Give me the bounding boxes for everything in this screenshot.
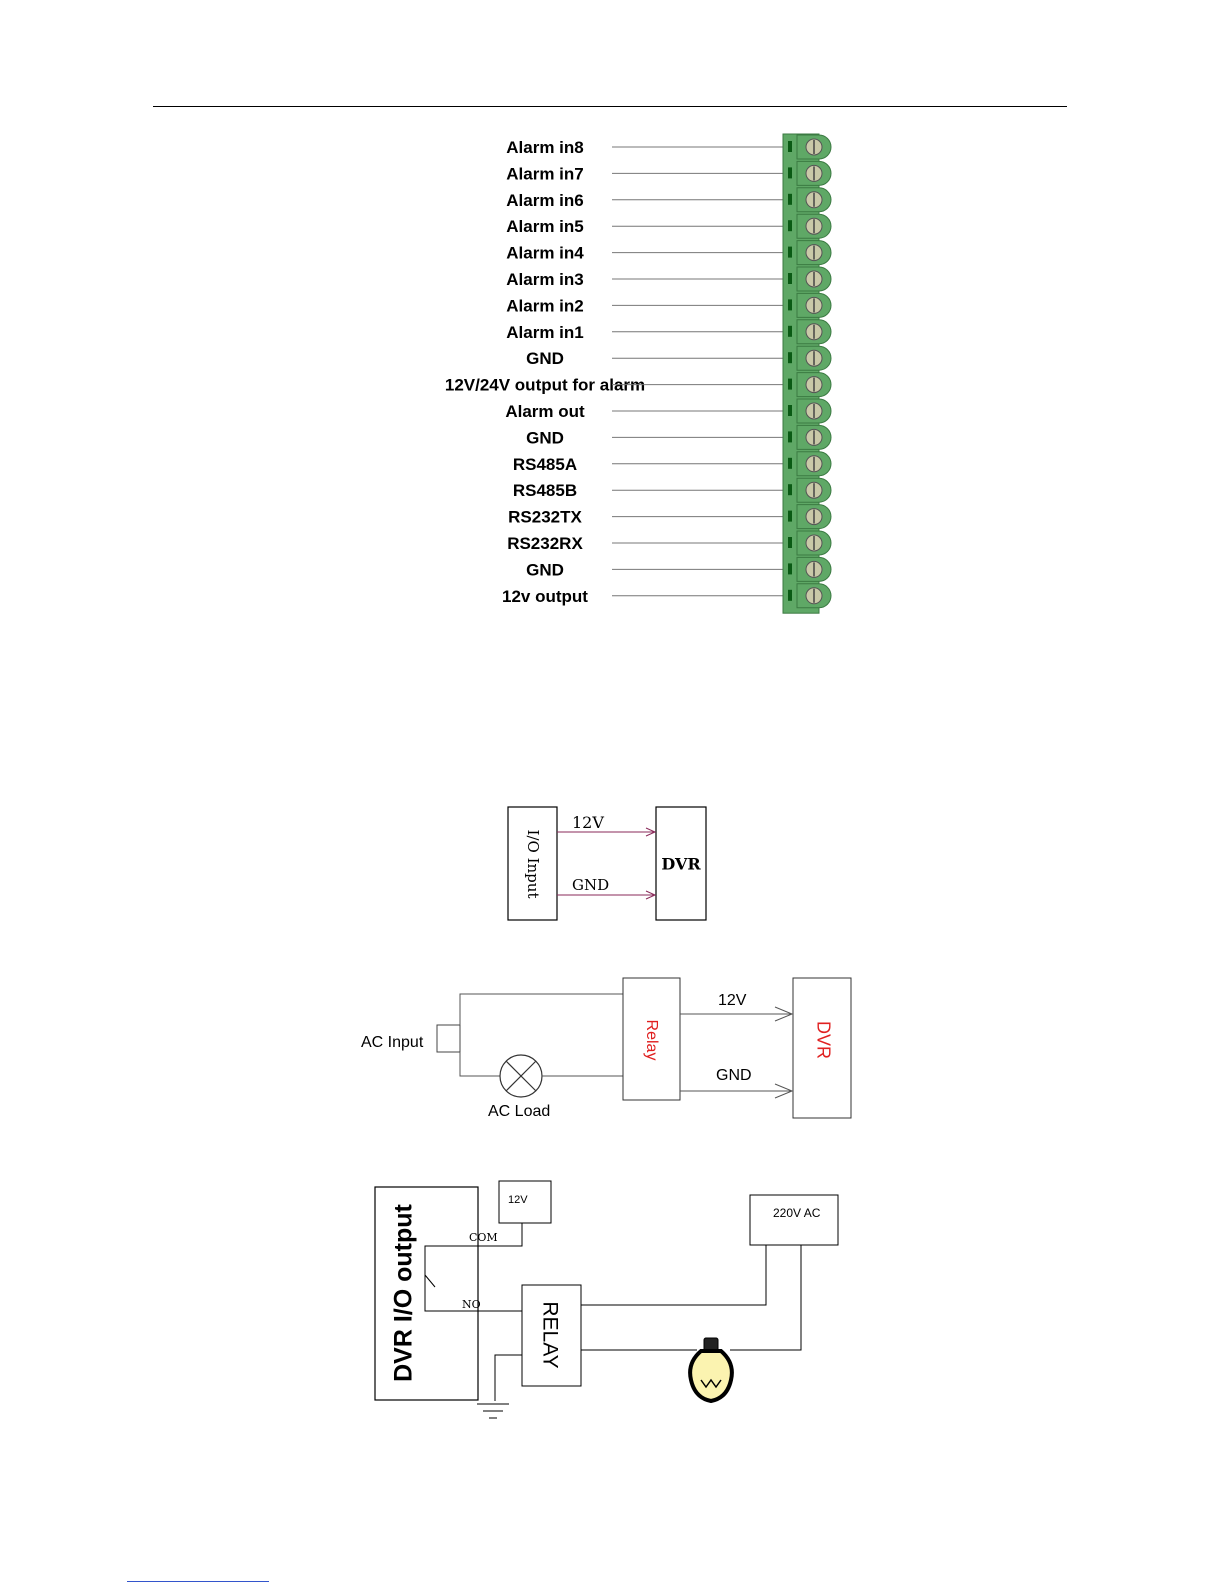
- dvr-io-label: DVR I/O output: [390, 1203, 418, 1381]
- io-input-diagram: I/O Input DVR 12V GND: [500, 800, 720, 930]
- terminal-pin-slot: [788, 141, 792, 152]
- terminal-pin-label: Alarm in8: [506, 138, 583, 157]
- terminal-pin-label: RS485A: [513, 455, 577, 474]
- terminal-pin-label: Alarm in2: [506, 296, 583, 315]
- supply-12v-label: 12V: [508, 1194, 528, 1206]
- terminal-pin-slot: [788, 511, 792, 522]
- terminal-pin-label: GND: [526, 560, 564, 579]
- terminal-pin-label: Alarm in1: [506, 323, 583, 342]
- terminal-pin-label: Alarm in7: [506, 164, 583, 183]
- terminal-pin-slot: [788, 379, 792, 390]
- terminal-pin-slot: [788, 247, 792, 258]
- dvr-label-2: DVR: [813, 1021, 833, 1059]
- relay-output-label: RELAY: [538, 1301, 561, 1368]
- com-label: COM: [469, 1231, 498, 1244]
- terminal-pin-label: GND: [526, 349, 564, 368]
- mains-220v-box: [750, 1195, 838, 1245]
- terminal-pin-slot: [788, 273, 792, 284]
- ground-wire: [495, 1355, 522, 1401]
- supply-wire: [510, 1223, 522, 1246]
- light-bulb-icon: [690, 1338, 732, 1401]
- relay-output-diagram: DVR I/O output COM NO 12V RELAY 220V AC: [365, 1175, 855, 1435]
- terminal-pin-slot: [788, 590, 792, 601]
- terminal-pin-label: Alarm in5: [506, 217, 583, 236]
- terminal-pin-slot: [788, 431, 792, 442]
- mains-wire-a: [581, 1245, 766, 1305]
- relay-12v-label: 12V: [718, 992, 747, 1009]
- relay-gnd-label: GND: [716, 1067, 752, 1084]
- terminal-pin-label: 12v output: [502, 587, 588, 606]
- terminal-pin-slot: [788, 537, 792, 548]
- no-label: NO: [462, 1298, 481, 1311]
- terminal-pin-label: Alarm in4: [506, 244, 584, 263]
- wire-gnd-label: GND: [572, 876, 609, 894]
- terminal-pin-slot: [788, 220, 792, 231]
- ac-input-label: AC Input: [361, 1034, 424, 1051]
- terminal-pin-slot: [788, 458, 792, 469]
- relay-label: Relay: [643, 1020, 660, 1061]
- ac-wire-top: [460, 994, 623, 1025]
- terminal-pin-slot: [788, 299, 792, 310]
- mains-220v-label: 220V AC: [773, 1206, 821, 1220]
- ac-wire-bottom-left: [460, 1052, 500, 1076]
- dvr-label: DVR: [661, 855, 701, 874]
- terminal-pin-label: GND: [526, 428, 564, 447]
- ac-input-plug: [437, 1025, 460, 1052]
- ac-load-label: AC Load: [488, 1103, 550, 1120]
- terminal-pin-slot: [788, 484, 792, 495]
- io-input-label: I/O Input: [524, 830, 542, 899]
- terminal-pin-slot: [788, 563, 792, 574]
- terminal-pin-slot: [788, 326, 792, 337]
- terminal-pin-slot: [788, 194, 792, 205]
- terminal-pin-label: RS485B: [513, 481, 577, 500]
- terminal-pin-label: Alarm in3: [506, 270, 583, 289]
- footer-link-underline: [127, 1581, 269, 1582]
- terminal-pin-slot: [788, 352, 792, 363]
- terminal-pin-slot: [788, 167, 792, 178]
- terminal-pin-label: Alarm in6: [506, 191, 583, 210]
- terminal-pin-label: Alarm out: [505, 402, 585, 421]
- terminal-wires: [612, 147, 783, 596]
- relay-input-diagram: AC Input AC Load Relay DVR 12V GND: [355, 970, 865, 1130]
- terminal-pin-label: RS232TX: [508, 508, 582, 527]
- terminal-pin-label: RS232RX: [507, 534, 583, 553]
- terminal-pin-slot: [788, 405, 792, 416]
- wire-12v-label: 12V: [572, 813, 604, 832]
- terminal-block: [783, 134, 831, 613]
